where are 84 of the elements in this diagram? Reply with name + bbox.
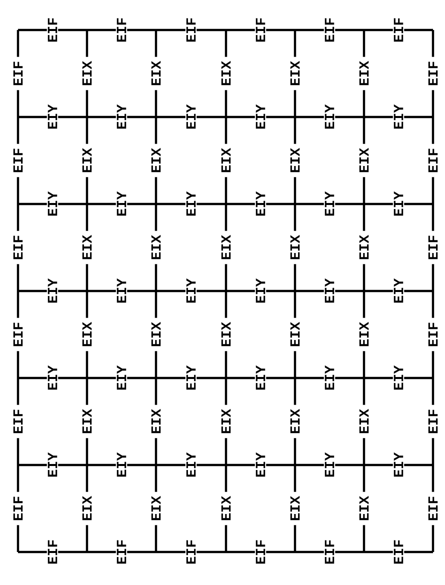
bond-label: EIF: [427, 144, 439, 178]
bond-label: EIY: [324, 361, 336, 395]
bond-label: EIY: [324, 187, 336, 221]
bond-label: EIF: [12, 230, 24, 264]
bond-label: EIX: [81, 318, 93, 352]
bond-label: EIY: [185, 274, 197, 308]
bond-label: EIF: [185, 535, 197, 569]
bond-label: EIY: [392, 361, 404, 395]
bond-label: EIY: [324, 100, 336, 134]
bond-label: EIY: [46, 274, 58, 308]
bond-label: EIF: [324, 535, 336, 569]
bond-label: EIX: [81, 404, 93, 438]
bond-label: EIY: [116, 100, 128, 134]
bond-label: EIX: [358, 56, 370, 90]
bond-label: EIF: [324, 13, 336, 47]
bond-label: EIF: [427, 230, 439, 264]
bond-label: EIY: [392, 100, 404, 134]
bond-label: EIX: [358, 144, 370, 178]
bond-label: EIY: [185, 187, 197, 221]
bond-label: EIY: [254, 361, 266, 395]
bond-label: EIF: [427, 56, 439, 90]
bond-label: EIX: [220, 404, 232, 438]
bond-label: EIF: [392, 535, 404, 569]
bond-label: EIX: [220, 318, 232, 352]
bond-label: EIY: [185, 448, 197, 482]
bond-label: EIF: [392, 13, 404, 47]
bond-label: EIX: [289, 492, 301, 526]
bond-label: EIY: [392, 274, 404, 308]
bond-label: EIX: [220, 56, 232, 90]
bond-label: EIF: [116, 13, 128, 47]
bond-label: EIY: [324, 448, 336, 482]
bond-label: EIY: [46, 448, 58, 482]
bond-label: EIY: [254, 100, 266, 134]
bond-label: EIX: [289, 318, 301, 352]
bond-label: EIY: [392, 187, 404, 221]
bond-label: EIF: [427, 318, 439, 352]
bond-label: EIX: [150, 144, 162, 178]
bond-label: EIY: [116, 361, 128, 395]
bond-label: EIX: [81, 144, 93, 178]
bond-label: EIX: [150, 404, 162, 438]
bond-label: EIX: [289, 230, 301, 264]
bond-label: EIX: [289, 404, 301, 438]
bond-label: EIX: [81, 56, 93, 90]
bond-label: EIX: [81, 492, 93, 526]
bond-label: EIY: [185, 100, 197, 134]
bond-label: EIF: [12, 492, 24, 526]
bond-label: EIX: [289, 144, 301, 178]
bond-label: EIX: [358, 492, 370, 526]
bond-label: EIX: [150, 230, 162, 264]
bond-label: EIX: [220, 492, 232, 526]
bond-label: EIX: [220, 230, 232, 264]
bond-label: EIF: [185, 13, 197, 47]
bond-label: EIY: [392, 448, 404, 482]
bond-label: EIX: [358, 404, 370, 438]
bond-label: EIY: [116, 448, 128, 482]
bond-label: EIF: [254, 535, 266, 569]
bond-label: EIY: [254, 187, 266, 221]
bond-label: EIF: [116, 535, 128, 569]
bond-label: EIF: [12, 144, 24, 178]
bond-label: EIY: [324, 274, 336, 308]
bond-label: EIF: [12, 318, 24, 352]
bond-label: EIF: [12, 56, 24, 90]
bond-label: EIY: [46, 100, 58, 134]
bond-label: EIX: [150, 492, 162, 526]
bond-label: EIX: [150, 318, 162, 352]
bond-label: EIF: [427, 404, 439, 438]
bond-label: EIY: [116, 274, 128, 308]
bond-label: EIF: [254, 13, 266, 47]
bond-label: EIY: [254, 274, 266, 308]
bond-label: EIY: [46, 361, 58, 395]
bond-label: EIX: [289, 56, 301, 90]
bond-label: EIY: [185, 361, 197, 395]
bond-label: EIX: [150, 56, 162, 90]
bond-label: EIF: [46, 13, 58, 47]
bond-label: EIY: [46, 187, 58, 221]
bond-label: EIF: [12, 404, 24, 438]
bond-label: EIF: [427, 492, 439, 526]
bond-label: EIX: [358, 230, 370, 264]
bond-label: EIY: [116, 187, 128, 221]
bond-label: EIX: [81, 230, 93, 264]
bond-label: EIX: [358, 318, 370, 352]
bond-label: EIF: [46, 535, 58, 569]
bond-label: EIX: [220, 144, 232, 178]
bond-label: EIY: [254, 448, 266, 482]
